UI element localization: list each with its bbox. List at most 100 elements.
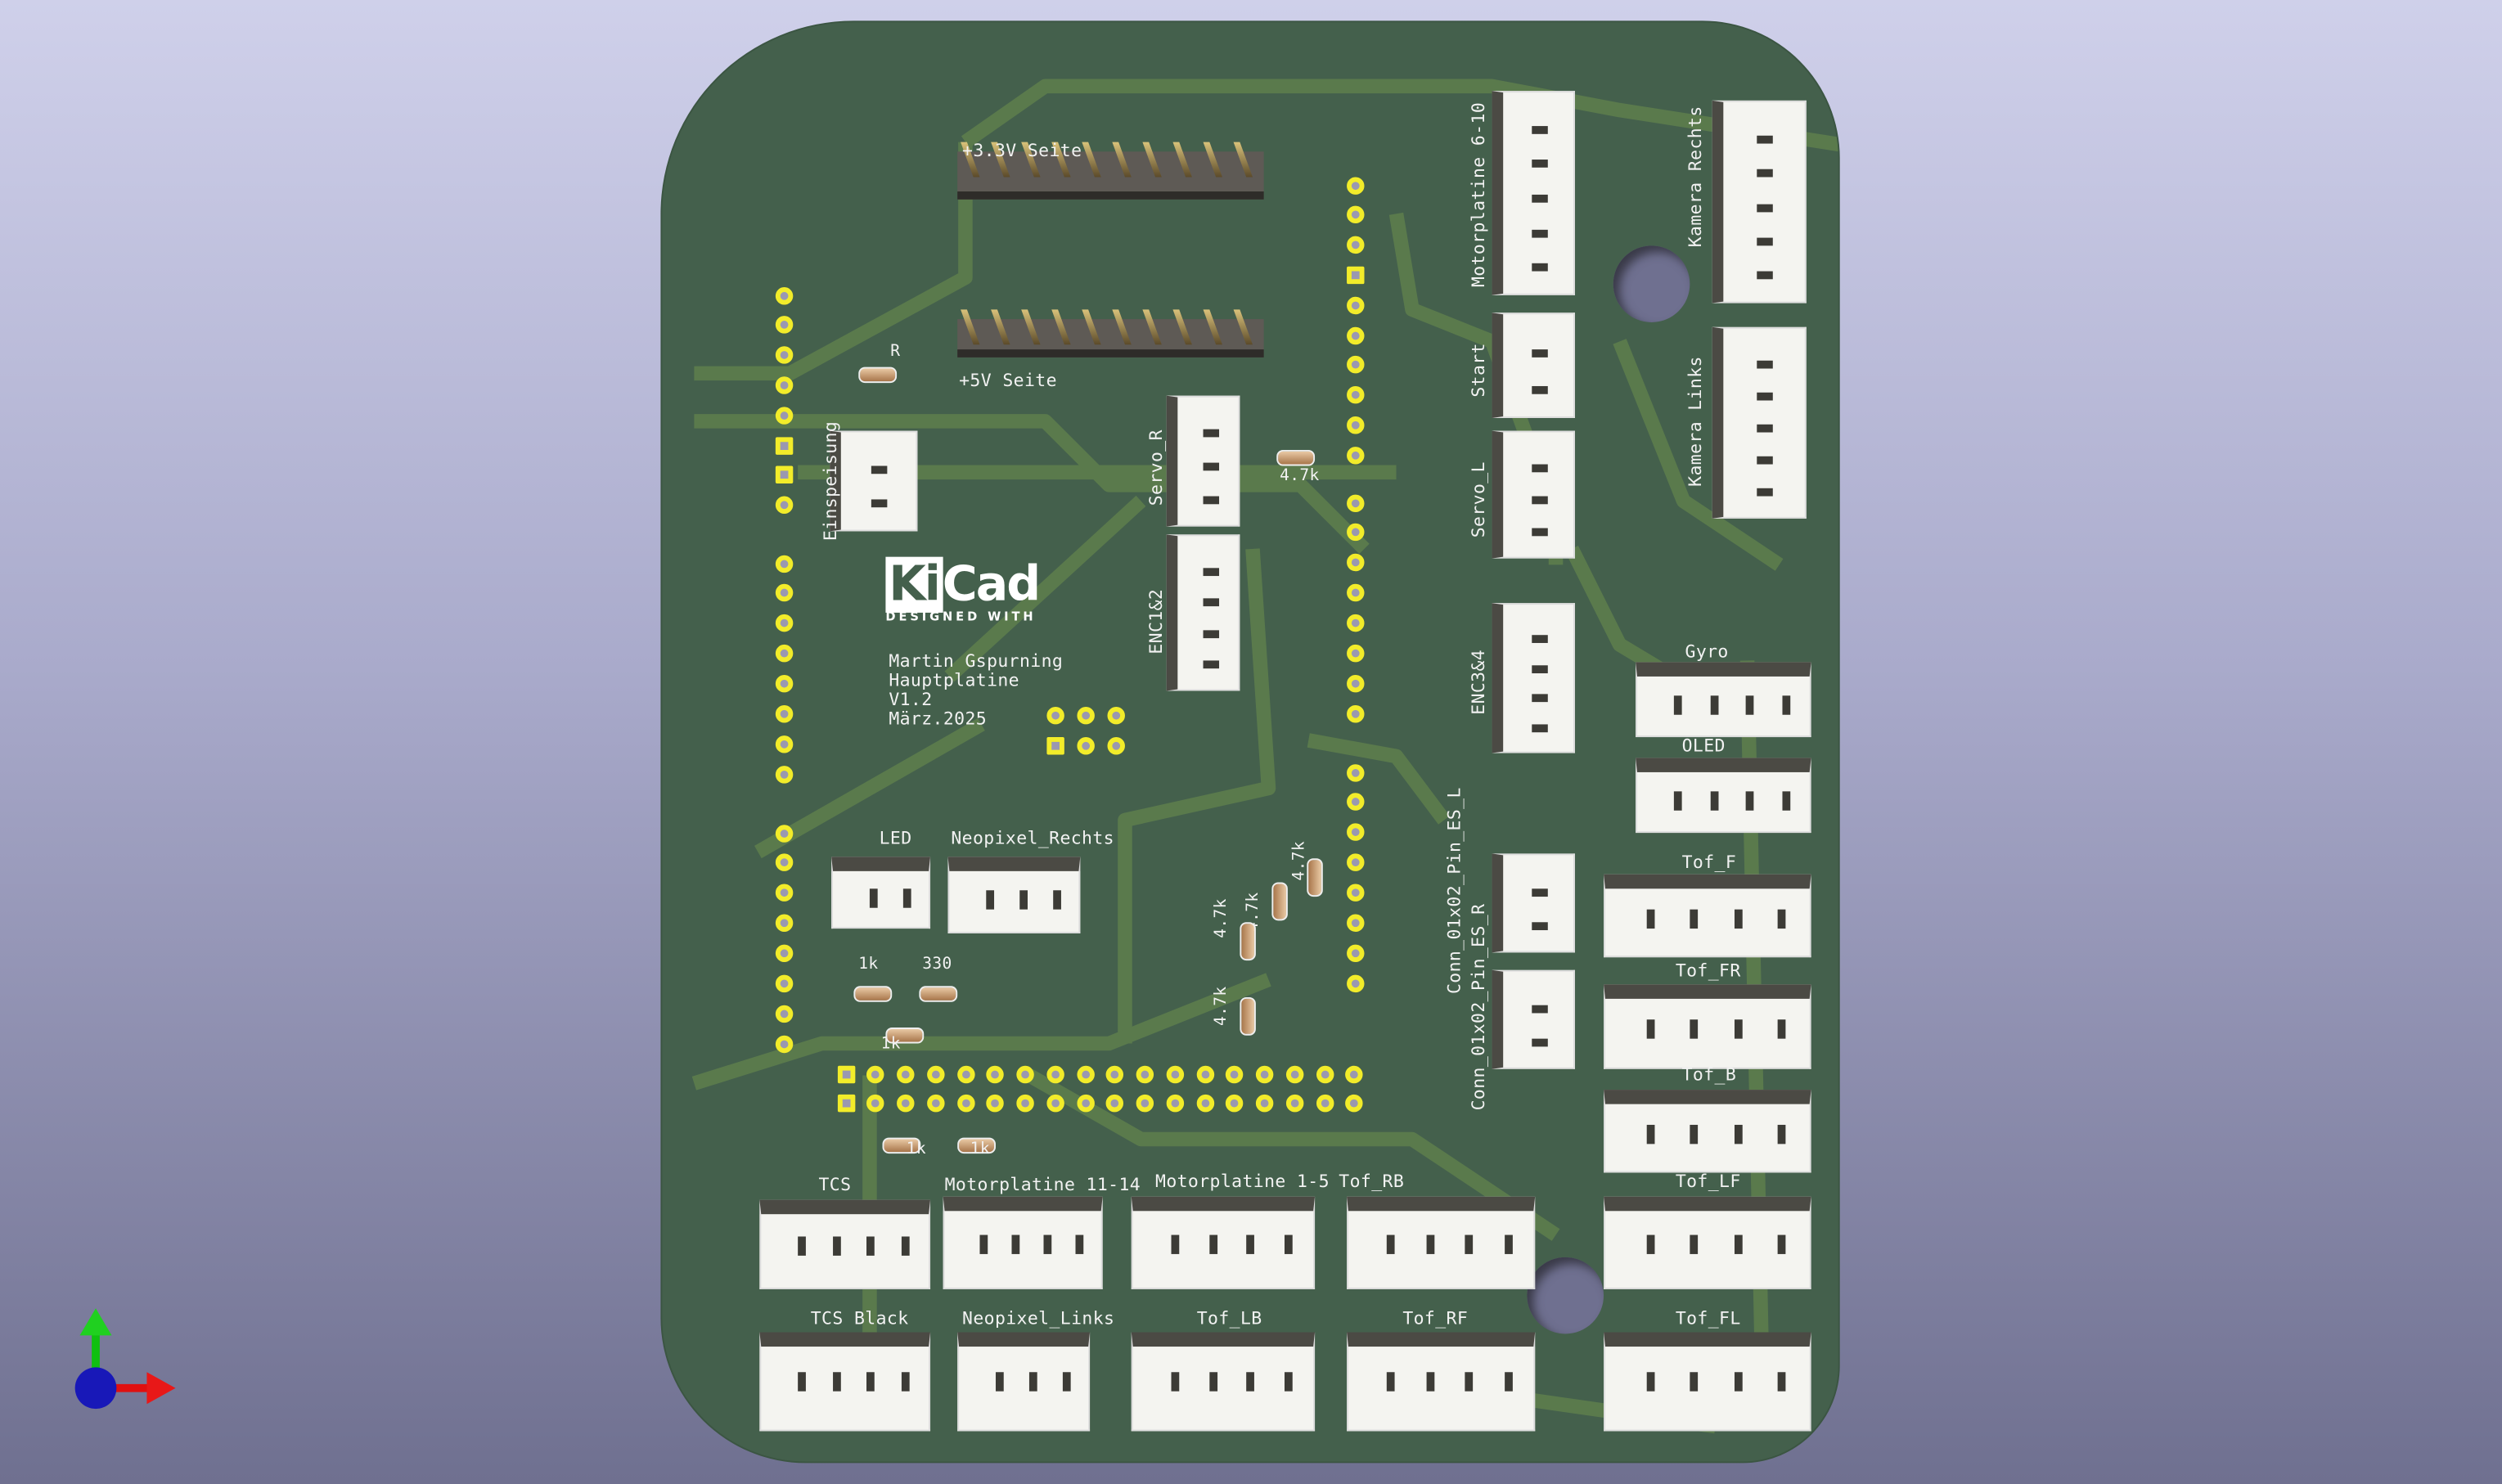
pad	[1285, 1093, 1303, 1112]
connector-pin	[1532, 263, 1549, 272]
connector-pin	[1646, 1019, 1654, 1040]
pad	[1346, 386, 1364, 404]
connector-pin	[1387, 1371, 1396, 1391]
resistor-r	[858, 367, 898, 384]
connector-pin	[1674, 790, 1683, 811]
pad	[1046, 706, 1064, 724]
connector-pin	[1203, 598, 1220, 607]
connector-pin	[1387, 1234, 1396, 1253]
logo-cad: Cad	[942, 556, 1041, 613]
pad	[1346, 974, 1364, 992]
pad	[836, 1064, 855, 1083]
pad	[1166, 1064, 1184, 1083]
connector-pin	[1778, 909, 1786, 929]
resistor-r1ka	[853, 986, 893, 1002]
trace	[1118, 548, 1276, 1044]
connector-pin	[1646, 1124, 1654, 1144]
connector-pin	[871, 499, 888, 508]
connector-pin	[1781, 695, 1790, 715]
resistor-label-r1ka: 1k	[858, 956, 879, 974]
connector-kamera-rechts	[1712, 100, 1807, 304]
resistor-r1kd	[957, 1137, 996, 1154]
connector-pin	[1203, 495, 1220, 504]
connector-tof-lf	[1604, 1196, 1811, 1289]
pad	[1346, 823, 1364, 842]
pad	[1226, 1064, 1244, 1083]
connector-pin	[1075, 1234, 1084, 1253]
trace	[1613, 339, 1784, 571]
connector-pin	[1756, 203, 1773, 212]
pad	[1046, 736, 1064, 754]
pad	[774, 705, 793, 723]
pad	[774, 436, 793, 454]
pad	[774, 884, 793, 902]
connector-pin	[902, 1236, 910, 1256]
connector-pin	[1690, 1019, 1699, 1040]
pad	[774, 1005, 793, 1023]
connector-pin	[1756, 237, 1773, 246]
connector-pin	[1778, 1019, 1786, 1040]
connector-pin	[902, 1371, 910, 1391]
connector-pin	[1019, 890, 1028, 910]
connector-label-einspeisung: Einspeisung	[820, 420, 841, 542]
connector-pin	[1246, 1234, 1255, 1253]
resistor-r47d	[1240, 922, 1256, 961]
connector-pin	[1690, 1234, 1699, 1253]
axis-orientation-gizmo	[74, 1308, 176, 1410]
connector-tof-rb	[1347, 1196, 1536, 1289]
pad	[774, 645, 793, 663]
pad	[1346, 763, 1364, 781]
connector-pin	[1756, 360, 1773, 369]
header-label-5v: +5V Seite	[959, 370, 1057, 391]
connector-label-neopixel-links: Neopixel_Links	[962, 1308, 1115, 1329]
connector-pin	[1203, 462, 1220, 471]
connector-pin	[1734, 1019, 1743, 1040]
connector-pin	[1532, 888, 1549, 897]
resistor-r1kc	[882, 1137, 921, 1154]
pad	[1046, 1093, 1064, 1112]
pad	[836, 1093, 855, 1112]
connector-pin	[1690, 909, 1699, 929]
pad	[1346, 236, 1364, 254]
connector-pin	[995, 1371, 1003, 1391]
pad	[1195, 1064, 1214, 1083]
connector-pin	[1532, 1004, 1549, 1013]
connector-motor1-5	[1131, 1196, 1316, 1289]
pad	[1345, 1064, 1364, 1083]
trace	[1307, 733, 1451, 825]
pad	[1346, 266, 1364, 284]
connector-neopixel-rechts	[947, 857, 1081, 933]
connector-tof-lb	[1131, 1332, 1316, 1432]
connector-pin	[1208, 1371, 1217, 1391]
connector-pin	[1710, 790, 1718, 811]
connector-label-tof-lf: Tof_LF	[1675, 1171, 1741, 1192]
pad	[1226, 1093, 1244, 1112]
pad	[1106, 736, 1124, 754]
connector-pin	[1061, 1371, 1070, 1391]
connector-pin	[1504, 1371, 1513, 1391]
trace	[691, 973, 1271, 1091]
connector-pin	[1532, 464, 1549, 473]
connector-pin	[1746, 695, 1754, 715]
resistor-label-r1kc: 1k	[906, 1140, 927, 1158]
resistor-label-r47b: 4.7k	[1290, 841, 1309, 881]
pad	[1346, 296, 1364, 314]
connector-label-neopixel-rechts: Neopixel_Rechts	[951, 828, 1114, 849]
y-axis-arrow-icon	[79, 1308, 112, 1336]
pad	[774, 466, 793, 484]
connector-pin	[866, 1371, 875, 1391]
pad	[956, 1093, 974, 1112]
connector-label-es-r: Conn_01x02_Pin_ES_R	[1468, 903, 1489, 1111]
pad	[774, 824, 793, 842]
connector-start	[1492, 313, 1575, 418]
connector-pin	[1690, 1124, 1699, 1144]
pad	[1106, 1064, 1124, 1083]
connector-pin	[1646, 909, 1654, 929]
pad	[1346, 914, 1364, 932]
pad	[1346, 356, 1364, 374]
pad	[1346, 524, 1364, 542]
pad	[926, 1093, 945, 1112]
connector-pin	[1710, 695, 1718, 715]
trace	[961, 79, 1838, 152]
